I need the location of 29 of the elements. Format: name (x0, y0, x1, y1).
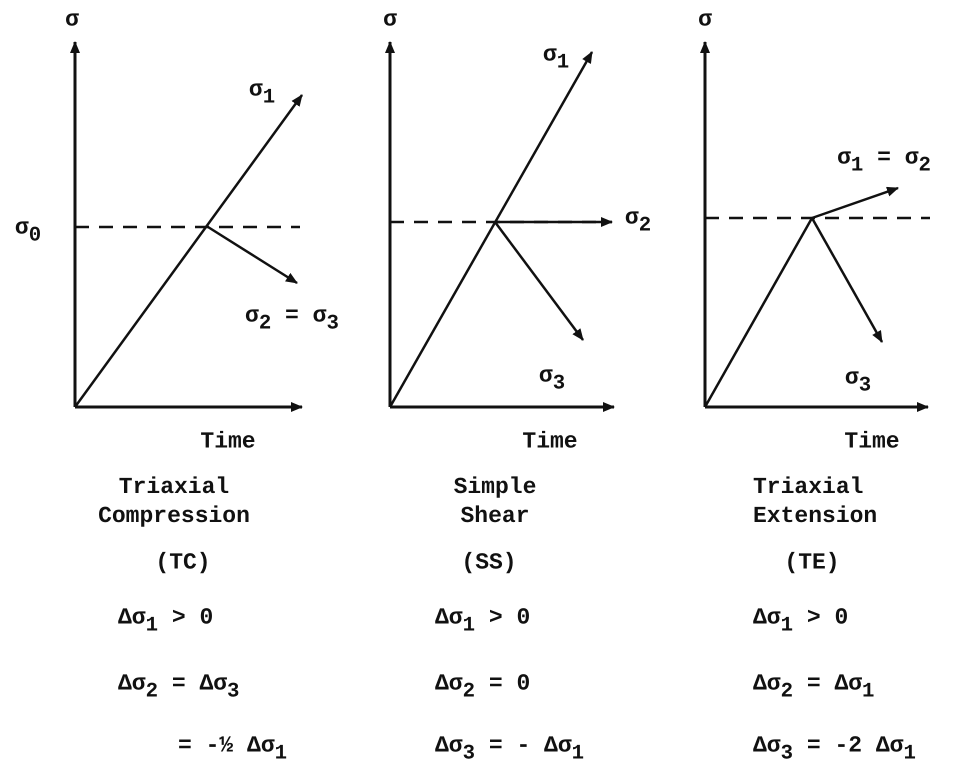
stress-condition: Δσ$_{2}$ = Δσ$_{1}$ (753, 670, 874, 698)
stress-label: σ$_{1}$ = σ$_{2}$ (837, 144, 931, 172)
axis-label: σ (698, 6, 712, 34)
stress-label: σ$_{3}$ (844, 364, 872, 392)
stress-condition: Δσ$_{3}$ = -2 Δσ$_{1}$ (753, 732, 916, 760)
test-abbreviation: (SS) (461, 548, 517, 578)
test-name: Triaxial Extension (753, 473, 878, 531)
test-name: Triaxial Compression (97, 473, 251, 531)
test-abbreviation: (TE) (784, 548, 840, 578)
stress-condition: Δσ$_{1}$ > 0 (435, 604, 530, 632)
axis-title: Time (844, 428, 900, 456)
axis-label: σ (383, 6, 397, 34)
axis-title: Time (522, 428, 578, 456)
test-name: Simple Shear (452, 473, 538, 531)
stress-label: σ$_{2}$ (624, 204, 652, 232)
stress-condition: = -½ Δσ$_{1}$ (178, 732, 288, 760)
stress-label: σ$_{3}$ (538, 362, 566, 390)
stress-label: σ$_{1}$ (542, 40, 570, 70)
axis-label: σ$_{0}$ (14, 214, 42, 242)
stress-condition: Δσ$_{1}$ > 0 (753, 604, 848, 632)
stress-condition: Δσ$_{2}$ = 0 (435, 670, 530, 698)
axis-label: σ (65, 6, 79, 34)
stress-label: σ$_{2}$ = σ$_{3}$ (245, 302, 339, 330)
axis-title: Time (200, 428, 256, 456)
stress-condition: Δσ$_{3}$ = - Δσ$_{1}$ (435, 732, 584, 760)
stress-condition: Δσ$_{2}$ = Δσ$_{3}$ (118, 670, 240, 698)
stress-label: σ$_{1}$ (248, 76, 276, 104)
stress-condition: Δσ$_{1}$ > 0 (118, 604, 214, 632)
test-abbreviation: (TC) (155, 548, 211, 578)
